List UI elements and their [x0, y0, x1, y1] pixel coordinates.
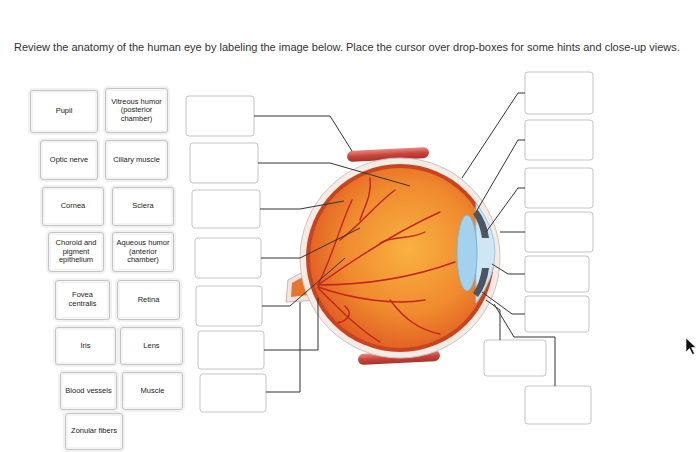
word-bank-box: Lens	[120, 327, 183, 365]
term-label: Zonular fibers	[71, 427, 117, 436]
word-bank-box: Muscle	[122, 372, 183, 410]
blood-vessels	[318, 178, 455, 342]
word-bank-box: Iris	[55, 327, 116, 365]
term-label: Optic nerve	[50, 156, 88, 165]
word-bank-box: Optic nerve	[40, 140, 98, 180]
term-label: Fovea centralis	[59, 291, 106, 308]
term-label: Pupil	[56, 107, 73, 116]
sclera-layer	[300, 158, 500, 358]
word-bank-box: Ciliary muscle	[105, 140, 168, 180]
choroid-layer	[306, 164, 494, 352]
word-bank-box: Aqueous humor (anterior chamber)	[112, 232, 174, 272]
word-bank-box: Cornea	[42, 187, 104, 226]
term-label: Blood vessels	[65, 387, 111, 396]
term-label: Cornea	[61, 202, 86, 211]
word-bank-box: Sclera	[112, 187, 174, 226]
word-bank-box: Retina	[117, 280, 180, 320]
term-label: Muscle	[141, 387, 165, 396]
lens	[457, 215, 477, 291]
leader-line	[254, 93, 555, 392]
word-bank-box: Pupil	[30, 90, 98, 133]
word-bank-box: Fovea centralis	[55, 280, 110, 320]
drop-box	[186, 96, 266, 412]
term-label: Choroid and pigment epithelium	[52, 239, 100, 265]
word-bank-box: Blood vessels	[60, 372, 117, 410]
term-label: Aqueous humor (anterior chamber)	[116, 239, 170, 265]
word-bank-box: Vitreous humor (posterior chamber)	[105, 88, 168, 133]
word-bank-box: Zonular fibers	[65, 413, 123, 450]
instruction-text: Review the anatomy of the human eye by l…	[14, 40, 690, 54]
retina-globe	[310, 168, 490, 348]
term-label: Vitreous humor (posterior chamber)	[109, 98, 164, 124]
term-label: Ciliary muscle	[113, 156, 160, 165]
term-label: Lens	[143, 342, 159, 351]
iris	[473, 210, 489, 238]
term-label: Iris	[81, 342, 91, 351]
drop-box	[484, 72, 593, 424]
mouse-cursor	[686, 338, 696, 355]
iris	[473, 268, 489, 297]
word-bank-box: Choroid and pigment epithelium	[48, 232, 104, 272]
term-label: Sclera	[132, 202, 153, 211]
term-label: Retina	[138, 296, 160, 305]
